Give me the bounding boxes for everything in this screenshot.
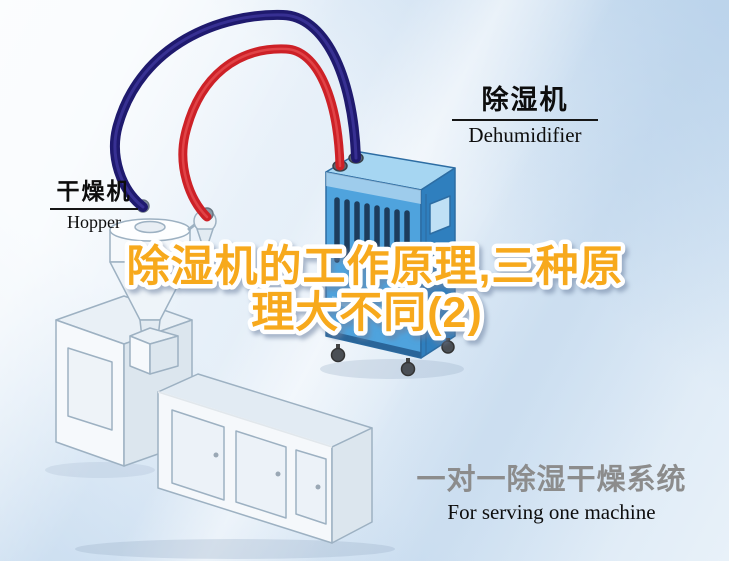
return-pipe-highlight — [113, 13, 358, 209]
indicator-light — [436, 244, 444, 252]
dryer-label: 干燥机 Hopper — [48, 172, 140, 233]
door-panel — [171, 409, 225, 501]
air-vent-grille — [334, 197, 410, 276]
cabinet-shadow — [45, 462, 155, 478]
caption: 一对一除湿干燥系统 For serving one machine — [408, 456, 695, 525]
caster-wheel — [400, 361, 416, 377]
door-panel — [235, 430, 287, 519]
machine-top-edge-highlight — [157, 391, 333, 448]
return-air-pipe — [110, 9, 361, 212]
dryer-label-en: Hopper — [67, 212, 121, 232]
dehumidifier-label: 除湿机 Dehumidifier — [450, 78, 600, 148]
machine-body-end — [331, 427, 373, 544]
dehumidifier-shadow — [320, 359, 464, 379]
cyclone-cone — [196, 228, 214, 248]
door-panel — [295, 449, 327, 525]
base-strip — [326, 330, 421, 358]
hopper-dryer-machine — [55, 199, 373, 544]
dehumidifier-unit — [325, 151, 456, 377]
feeder-box-side — [149, 335, 179, 375]
door-handle — [213, 452, 219, 458]
cabinet-panel — [67, 347, 113, 431]
dehumidifier-label-divider — [452, 119, 598, 121]
dehumidifier-label-zh: 除湿机 — [481, 85, 569, 115]
caster-wheel — [441, 340, 455, 354]
dryer-shadow — [75, 539, 395, 559]
hopper-lid-cap — [134, 220, 166, 234]
door-handle — [275, 471, 281, 477]
connection-pipes — [110, 9, 361, 222]
door-handle — [315, 484, 321, 490]
side-control-panel — [429, 195, 451, 235]
supply-pipe-highlight — [181, 47, 342, 219]
lower-grille-band — [332, 296, 415, 322]
caption-zh: 一对一除湿干燥系统 — [416, 464, 687, 496]
dehumidifier-label-en: Dehumidifier — [468, 123, 582, 147]
supply-air-pipe — [178, 44, 345, 222]
front-top-highlight — [326, 172, 421, 204]
dryer-label-zh: 干燥机 — [56, 178, 132, 204]
caption-en: For serving one machine — [447, 500, 656, 524]
caster-wheel — [330, 347, 346, 363]
dryer-label-divider — [50, 208, 138, 210]
